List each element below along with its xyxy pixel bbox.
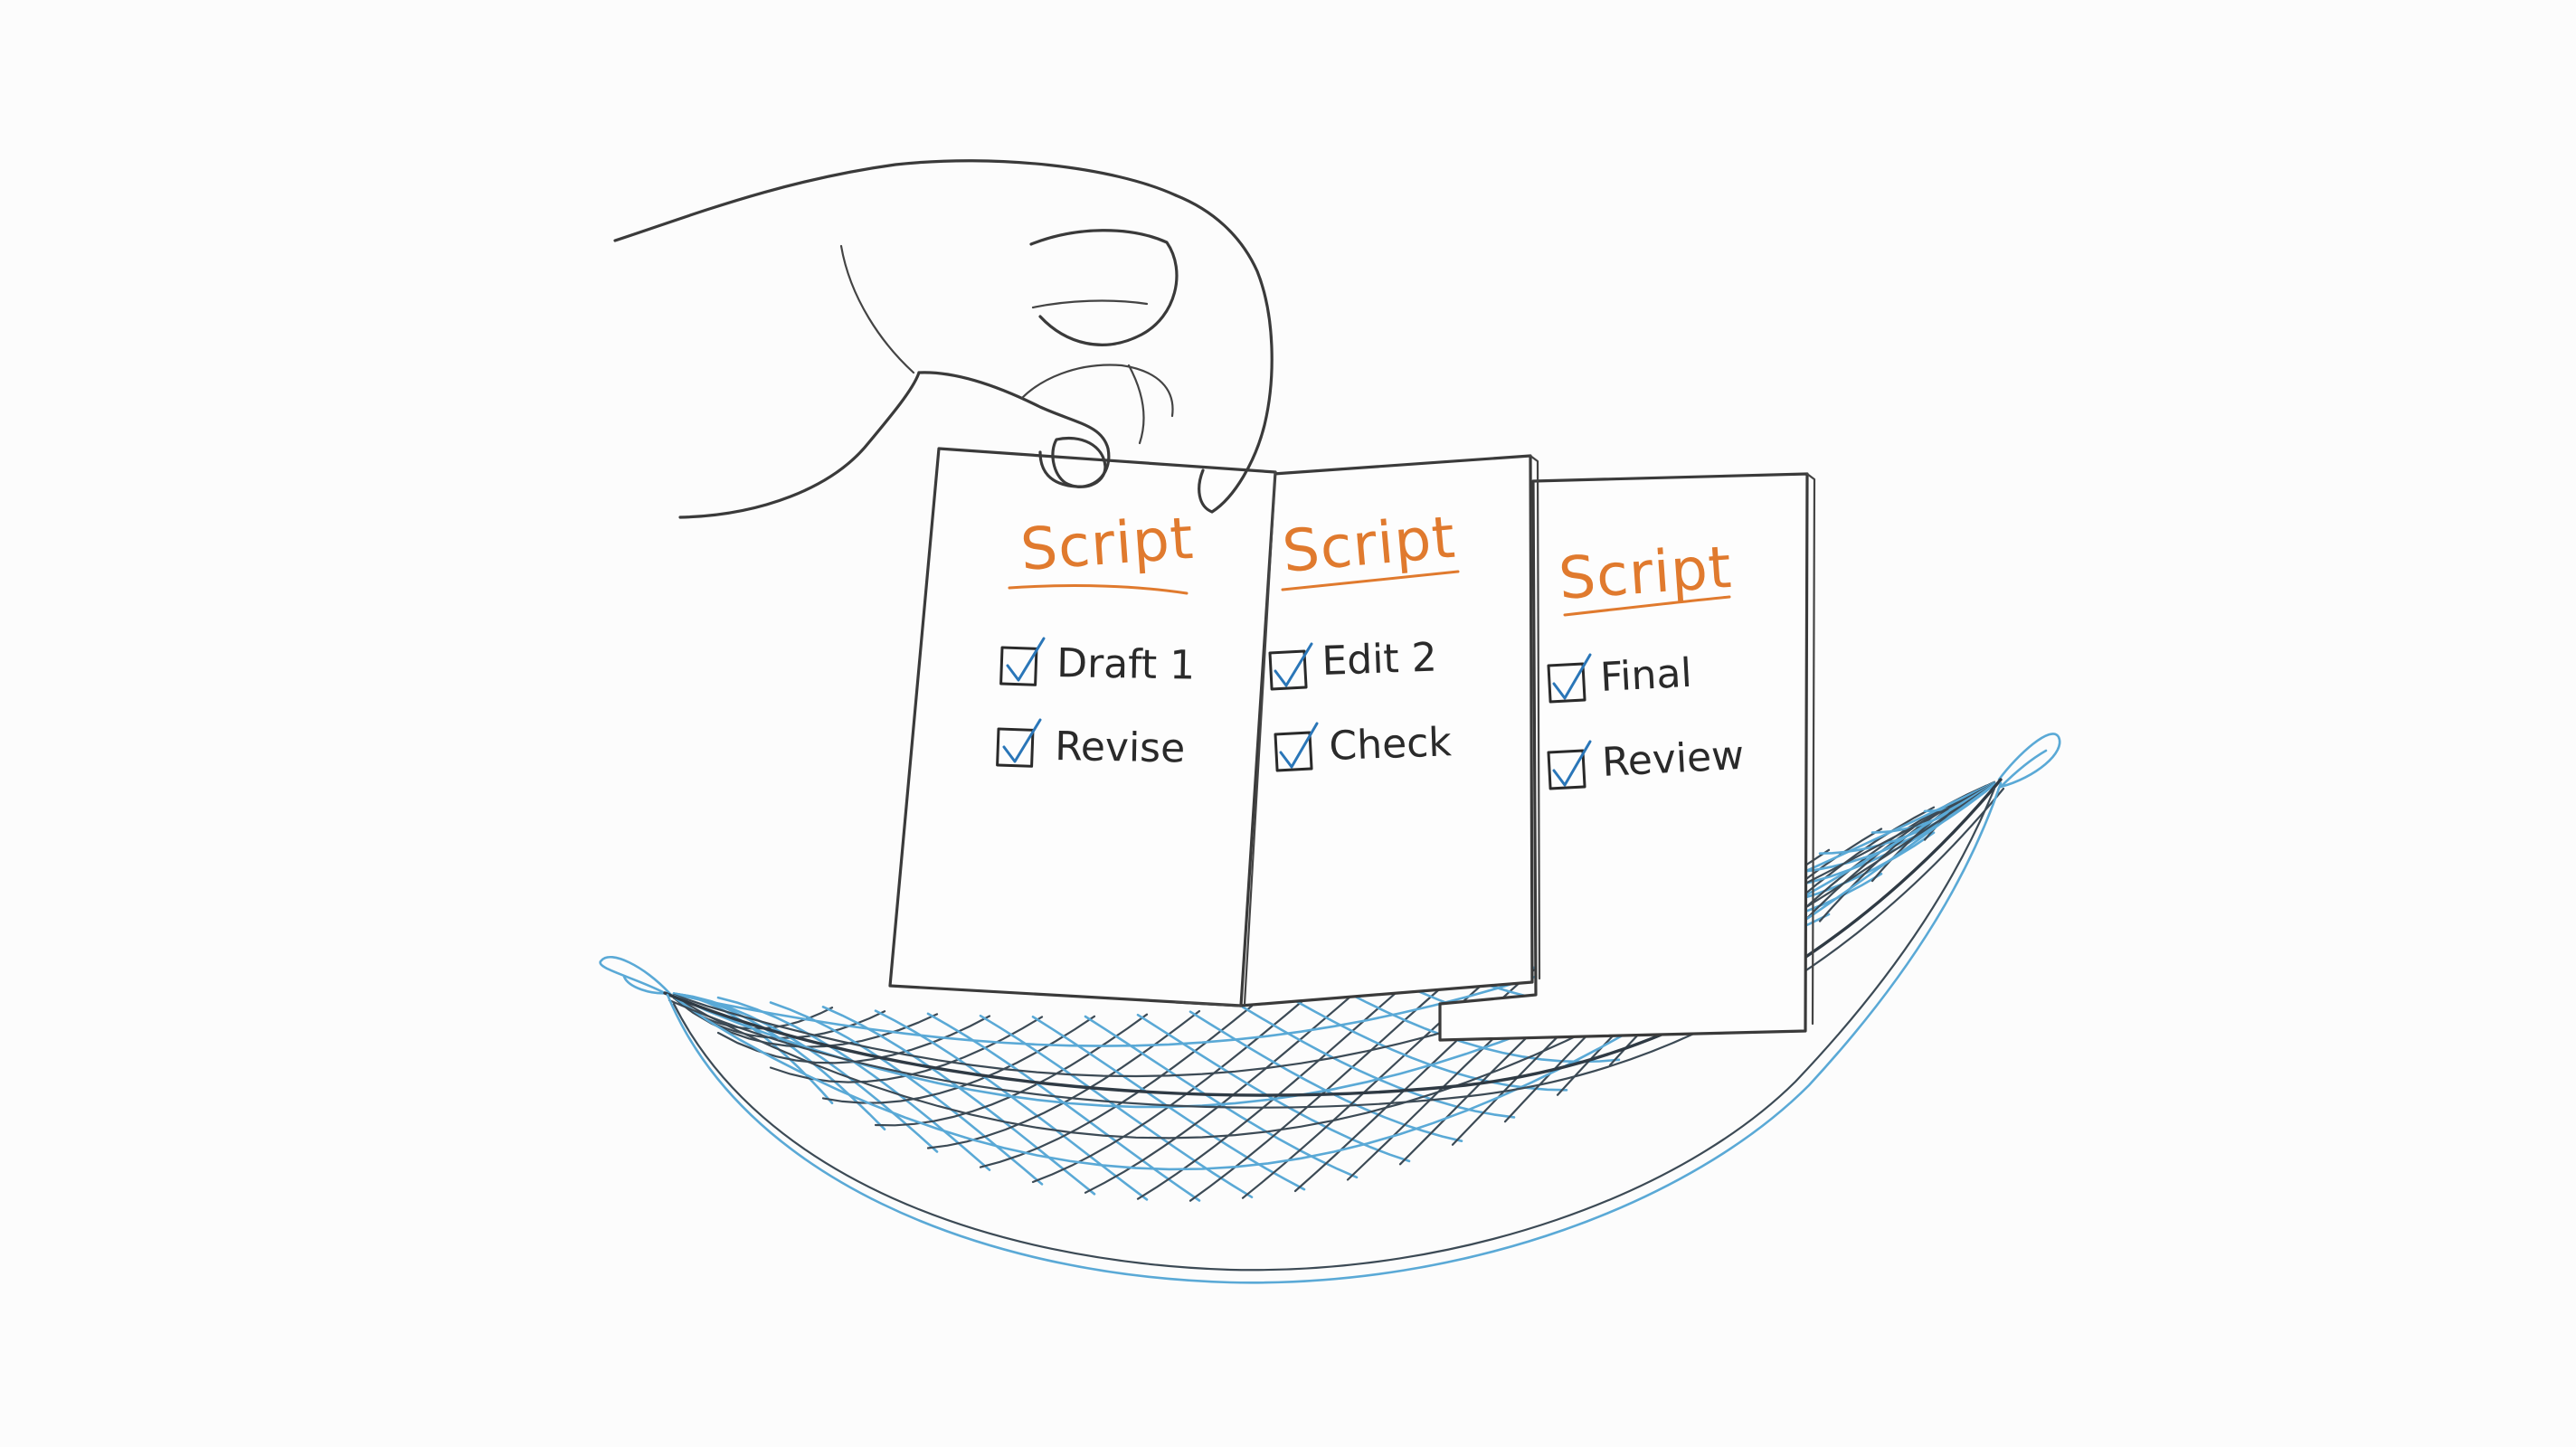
net-bottom-edge-2: [672, 787, 1996, 1272]
card-2-item-1: Edit 2: [1268, 635, 1438, 691]
checkbox-icon: [1268, 649, 1308, 691]
card-3-item-1: Final: [1547, 650, 1693, 704]
checkbox-icon: [1547, 749, 1586, 790]
checkbox-icon: [1547, 662, 1586, 704]
checkmark-icon: [1552, 740, 1592, 787]
net-strand: [1031, 998, 1306, 1184]
hand-ring-finger: [1020, 364, 1174, 418]
card-3-item-2: Review: [1547, 733, 1745, 790]
card-1-item-2-label: Revise: [1055, 724, 1186, 772]
hand-index-finger: [1174, 194, 1274, 514]
checkmark-icon: [1552, 653, 1592, 700]
hand-icon: [613, 159, 1274, 519]
hand-thumb: [917, 371, 1111, 488]
checkmark-icon: [1279, 722, 1319, 769]
card-2-title: Script: [1280, 505, 1458, 586]
checkbox-icon: [1274, 731, 1313, 772]
hand-thumb-nail: [1051, 437, 1107, 488]
hand-middle-finger: [1029, 229, 1179, 346]
card-2-item-2: Check: [1274, 719, 1454, 772]
hand-arm-top: [613, 159, 1178, 242]
card-2-title-underline: [1281, 570, 1460, 591]
hand-knuckle-crease: [1031, 299, 1149, 309]
net-bottom-edge: [666, 781, 2003, 1284]
hand-finger-crease: [1127, 364, 1145, 445]
card-1-item-1: Draft 1: [999, 637, 1196, 689]
card-2-side-shadow: [1529, 454, 1541, 980]
net-top-rope-2: [668, 787, 2005, 1109]
card-3-title: Script: [1557, 534, 1734, 613]
script-card-3: Script Final Review: [1438, 472, 1816, 1042]
card-3-title-underline: [1563, 595, 1731, 617]
net-top-rope: [663, 778, 2003, 1097]
card-3-item-2-label: Review: [1601, 733, 1745, 786]
checkmark-icon: [1274, 642, 1313, 687]
card-1-edge: [1174, 470, 1277, 1007]
card-1-title-underline: [1008, 584, 1189, 595]
net-strand: [1136, 979, 1411, 1200]
checkmark-icon: [1002, 718, 1042, 763]
checkbox-icon: [996, 727, 1035, 768]
card-2-item-1-label: Edit 2: [1321, 635, 1438, 685]
net-left-loop: [599, 955, 672, 995]
hand-arm-bottom: [678, 371, 921, 519]
card-1-item-1-label: Draft 1: [1056, 640, 1196, 689]
net-right-loop: [1996, 733, 2061, 790]
checkmark-icon: [1006, 637, 1046, 682]
checkbox-icon: [999, 646, 1038, 686]
card-2-item-2-label: Check: [1329, 719, 1454, 770]
card-1-item-2: Revise: [996, 718, 1186, 772]
card-3-item-1-label: Final: [1599, 650, 1693, 701]
hand-wrist-line: [839, 244, 915, 374]
card-3-side-shadow: [1805, 472, 1816, 1026]
script-card-1: Script Draft 1 Revise: [888, 447, 1277, 1007]
card-1-title: Script: [1018, 506, 1196, 584]
net-strand: [926, 1009, 1201, 1149]
